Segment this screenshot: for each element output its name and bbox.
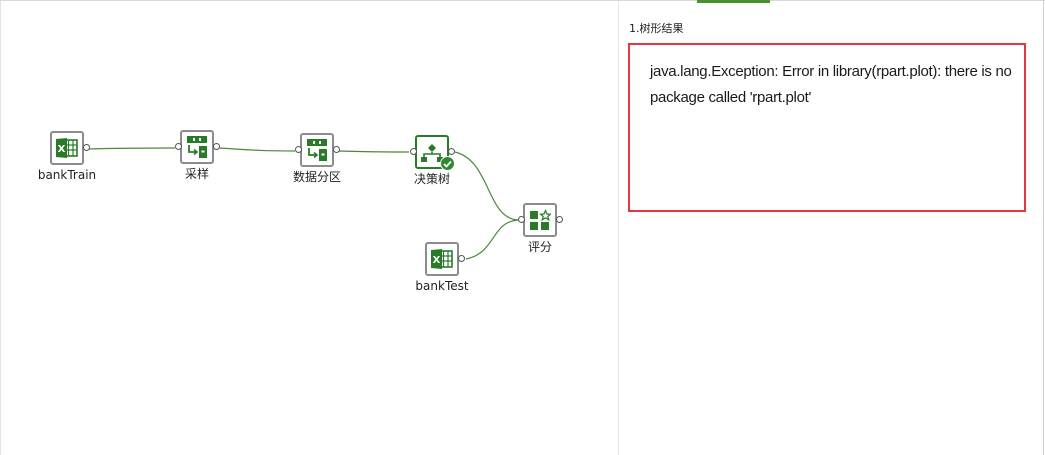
output-port[interactable] [333, 146, 340, 153]
error-message-box: java.lang.Exception: Error in library(rp… [628, 43, 1026, 212]
output-port[interactable] [458, 255, 465, 262]
result-section-title: 1.树形结果 [629, 22, 684, 35]
node-score-box[interactable] [523, 203, 557, 237]
connection-layer [88, 147, 519, 260]
node-label: 决策树 [413, 172, 450, 186]
result-panel: 1.树形结果 java.lang.Exception: Error in lib… [619, 1, 1043, 455]
active-tab-indicator[interactable] [697, 0, 770, 3]
node-label: bankTest [415, 279, 469, 293]
node-label: 数据分区 [292, 170, 341, 184]
top-border [0, 0, 1045, 1]
output-port[interactable] [213, 143, 220, 150]
node-label: bankTrain [37, 168, 97, 182]
input-port[interactable] [175, 143, 182, 150]
output-port[interactable] [448, 148, 455, 155]
node-sample-box[interactable] [180, 130, 214, 164]
svg-text:X: X [58, 144, 66, 155]
node-data-partition-box[interactable] [300, 133, 334, 167]
input-port[interactable] [410, 148, 417, 155]
error-message-text: java.lang.Exception: Error in library(rp… [650, 63, 1012, 106]
node-bank-test-box[interactable]: X [425, 242, 459, 276]
excel-icon: X [56, 138, 78, 158]
svg-text:X: X [433, 255, 441, 266]
input-port[interactable] [295, 146, 302, 153]
excel-icon: X [431, 249, 453, 269]
sample-icon [187, 136, 207, 158]
node-label: 评分 [527, 240, 552, 254]
success-check-icon [440, 156, 455, 171]
input-port[interactable] [518, 216, 525, 223]
edge-partition-tree[interactable] [337, 150, 410, 153]
edge-tree-score[interactable] [454, 151, 519, 221]
edge-banktest-score[interactable] [465, 219, 519, 260]
output-port[interactable] [556, 216, 563, 223]
output-port[interactable] [83, 144, 90, 151]
partition-icon [307, 139, 327, 161]
edge-banktrain-sample[interactable] [88, 147, 176, 150]
edge-sample-partition[interactable] [218, 147, 296, 152]
score-icon [530, 209, 551, 230]
node-bank-train-box[interactable]: X [50, 131, 84, 165]
panel-divider[interactable] [618, 1, 619, 455]
window-right-border [1043, 1, 1044, 455]
workflow-canvas[interactable]: X bankTrain 采样 [0, 1, 619, 455]
node-label: 采样 [184, 167, 209, 181]
